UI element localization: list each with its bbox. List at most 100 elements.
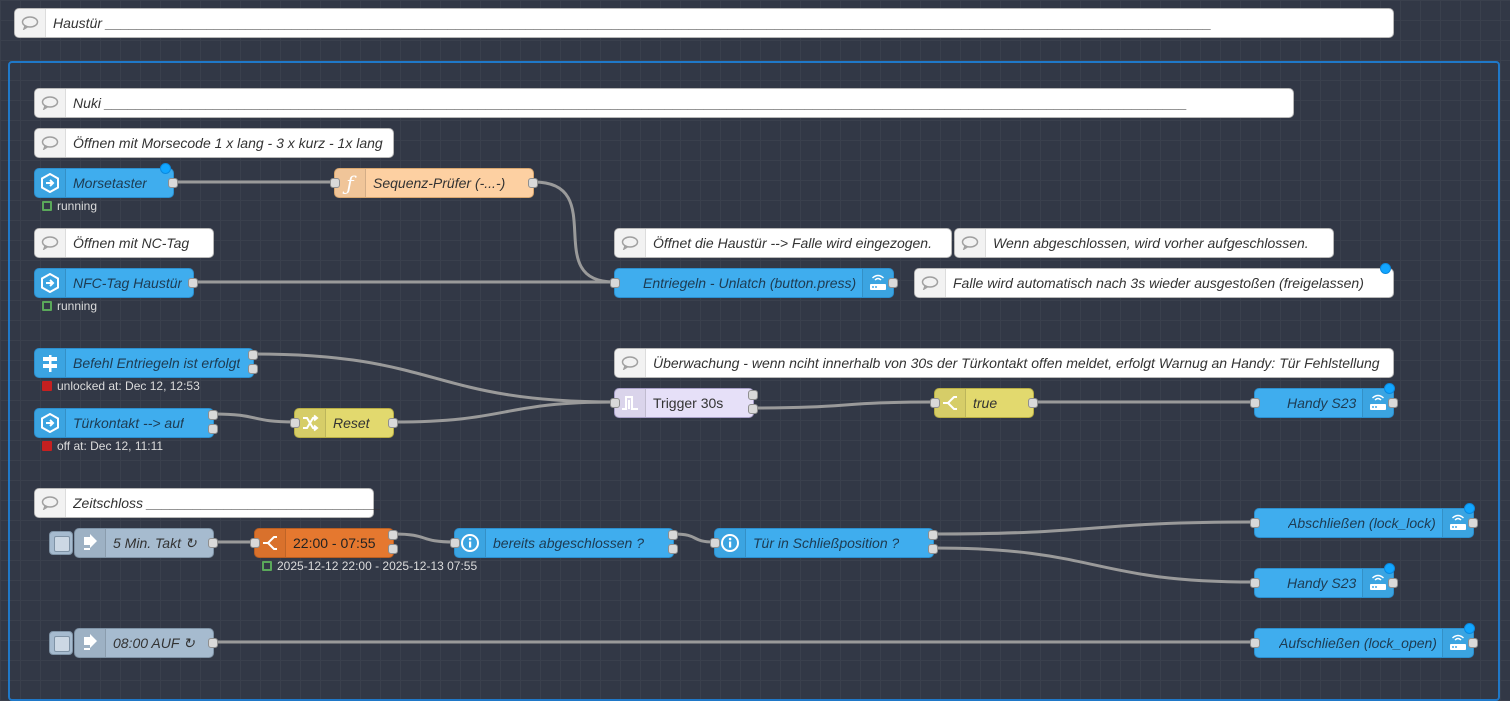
output-port-1[interactable] [748, 390, 758, 400]
input-port[interactable] [330, 178, 340, 188]
node-5-min-takt[interactable]: 5 Min. Takt ↻ [74, 528, 214, 558]
node-handy-s23-zeitschloss[interactable]: Handy S23 [1254, 568, 1394, 598]
comment-label: Zeitschloss ____________________________… [73, 489, 381, 517]
hexagon-arrow-icon [35, 409, 66, 437]
status-text: running [57, 299, 97, 313]
output-port[interactable] [1028, 398, 1038, 408]
wire-schliessposition-abschliessen[interactable] [934, 522, 1254, 534]
input-port[interactable] [610, 278, 620, 288]
comment-haustuer[interactable]: Haustür ________________________________… [14, 8, 1394, 38]
comment-nuki[interactable]: Nuki ___________________________________… [34, 88, 1294, 118]
hexagon-arrow-icon [35, 169, 66, 197]
output-port-1[interactable] [668, 530, 678, 540]
wire-zeitfenster-bereits[interactable] [394, 534, 454, 542]
node-handy-s23-warnung[interactable]: Handy S23 [1254, 388, 1394, 418]
comment-morse[interactable]: Öffnen mit Morsecode 1 x lang - 3 x kurz… [34, 128, 394, 158]
input-port[interactable] [930, 398, 940, 408]
wire-bereits-schliessposition[interactable] [674, 534, 714, 542]
wire-schliessposition-handy[interactable] [934, 548, 1254, 582]
comment-falle[interactable]: Falle wird automatisch nach 3s wieder au… [914, 268, 1394, 298]
wire-tuerkontakt-reset[interactable] [214, 414, 294, 422]
node-0800-auf[interactable]: 08:00 AUF ↻ [74, 628, 214, 658]
status-indicator-icon [42, 441, 52, 451]
input-port[interactable] [250, 538, 260, 548]
changed-indicator [1464, 503, 1475, 514]
input-port[interactable] [710, 538, 720, 548]
changed-indicator [1464, 623, 1475, 634]
status-morsetaster: running [42, 199, 97, 213]
output-port[interactable] [168, 178, 178, 188]
output-port-1[interactable] [388, 530, 398, 540]
flow-workspace[interactable]: Haustür ________________________________… [0, 0, 1510, 683]
input-port[interactable] [610, 398, 620, 408]
output-port-2[interactable] [928, 544, 938, 554]
output-port[interactable] [208, 638, 218, 648]
node-label: Sequenz-Prüfer (-...-) [373, 169, 505, 197]
output-port[interactable] [528, 178, 538, 188]
status-indicator-icon [42, 201, 52, 211]
output-port[interactable] [1468, 638, 1478, 648]
status-nfc: running [42, 299, 97, 313]
output-port[interactable] [208, 538, 218, 548]
comment-oeffnet[interactable]: Öffnet die Haustür --> Falle wird eingez… [614, 228, 952, 258]
output-port[interactable] [388, 418, 398, 428]
input-port[interactable] [1250, 518, 1260, 528]
comment-wenn[interactable]: Wenn abgeschlossen, wird vorher aufgesch… [954, 228, 1334, 258]
comment-nfc[interactable]: Öffnen mit NC-Tag [34, 228, 214, 258]
node-nfc-tag-haustuer[interactable]: NFC-Tag Haustür [34, 268, 194, 298]
comment-label: Nuki ___________________________________… [73, 89, 1285, 117]
status-tuerkontakt: off at: Dec 12, 11:11 [42, 439, 163, 453]
comment-label: Öffnen mit NC-Tag [73, 229, 189, 257]
node-zeitfenster[interactable]: 22:00 - 07:55 [254, 528, 394, 558]
input-port[interactable] [1250, 638, 1260, 648]
input-port[interactable] [290, 418, 300, 428]
inject-button[interactable] [49, 531, 73, 555]
output-port[interactable] [1468, 518, 1478, 528]
output-port[interactable] [1388, 398, 1398, 408]
changed-indicator [1384, 383, 1395, 394]
node-label: Abschließen (lock_lock) [1288, 509, 1436, 537]
output-port-2[interactable] [208, 424, 218, 434]
input-port[interactable] [1250, 578, 1260, 588]
node-label: Entriegeln - Unlatch (button.press) [643, 269, 856, 297]
wire-trigger-true[interactable] [754, 402, 934, 408]
output-port-2[interactable] [668, 544, 678, 554]
comment-label: Falle wird automatisch nach 3s wieder au… [953, 269, 1364, 297]
node-morsetaster[interactable]: Morsetaster [34, 168, 174, 198]
node-tuer-schliessposition[interactable]: Tür in Schließposition ? [714, 528, 934, 558]
output-port-2[interactable] [748, 404, 758, 414]
output-port-2[interactable] [388, 544, 398, 554]
wire-sequenz-entriegeln[interactable] [534, 182, 614, 282]
node-label: Reset [333, 409, 370, 437]
node-true-switch[interactable]: true [934, 388, 1034, 418]
node-entriegeln[interactable]: Entriegeln - Unlatch (button.press) [614, 268, 894, 298]
wire-reset-trigger[interactable] [394, 402, 614, 422]
input-port[interactable] [450, 538, 460, 548]
output-port-1[interactable] [248, 350, 258, 360]
output-port[interactable] [1388, 578, 1398, 588]
status-text: unlocked at: Dec 12, 12:53 [57, 379, 200, 393]
output-port[interactable] [888, 278, 898, 288]
node-abschliessen[interactable]: Abschließen (lock_lock) [1254, 508, 1474, 538]
node-tuerkontakt[interactable]: Türkontakt --> auf [34, 408, 214, 438]
input-port[interactable] [1250, 398, 1260, 408]
node-label: Türkontakt --> auf [73, 409, 184, 437]
output-port-2[interactable] [248, 364, 258, 374]
node-bereits-abgeschlossen[interactable]: bereits abgeschlossen ? [454, 528, 674, 558]
wire-befehl-trigger[interactable] [254, 354, 614, 402]
node-sequenz-pruefer[interactable]: ƒ Sequenz-Prüfer (-...-) [334, 168, 534, 198]
comment-ueberwachung[interactable]: Überwachung - wenn nciht innerhalb von 3… [614, 348, 1394, 378]
inject-button[interactable] [49, 631, 73, 655]
comment-label: Überwachung - wenn nciht innerhalb von 3… [653, 349, 1380, 377]
node-reset[interactable]: Reset [294, 408, 394, 438]
output-port[interactable] [188, 278, 198, 288]
node-befehl-entriegeln[interactable]: Befehl Entriegeln ist erfolgt [34, 348, 254, 378]
speech-bubble-icon [615, 349, 646, 377]
output-port-1[interactable] [208, 410, 218, 420]
node-label: bereits abgeschlossen ? [493, 529, 644, 557]
node-aufschliessen[interactable]: Aufschließen (lock_open) [1254, 628, 1474, 658]
output-port-1[interactable] [928, 530, 938, 540]
speech-bubble-icon [35, 489, 66, 517]
node-trigger[interactable]: Trigger 30s [614, 388, 754, 418]
comment-zeitschloss[interactable]: Zeitschloss ____________________________… [34, 488, 374, 518]
